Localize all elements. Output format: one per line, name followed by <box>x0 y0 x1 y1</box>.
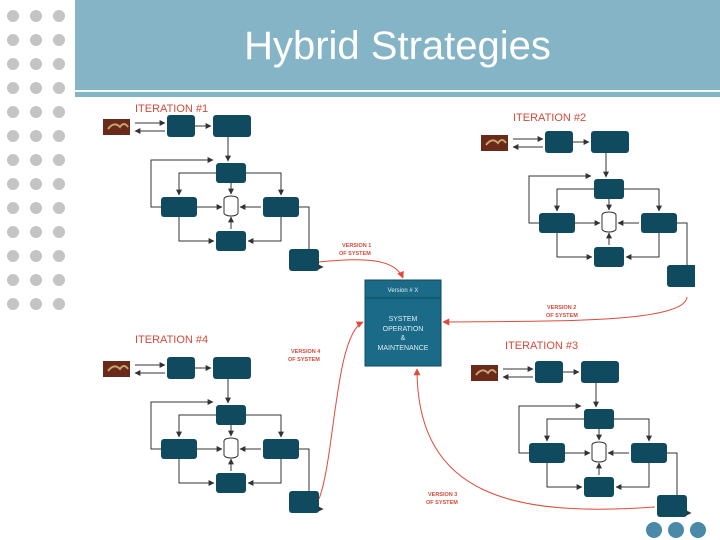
version-4-label-line2: OF SYSTEM <box>288 357 320 363</box>
center-line-4: MAINTENANCE <box>378 345 429 352</box>
slide-title: Hybrid Strategies <box>244 24 551 68</box>
version-1-label-line1: VERSION 1 <box>342 243 371 249</box>
version-2-label-line1: VERSION 2 <box>547 305 576 311</box>
system-operation-box: Version # X SYSTEM OPERATION & MAINTENAN… <box>364 279 442 367</box>
version-3-label-line1: VERSION 3 <box>428 492 457 498</box>
iteration-2-cluster <box>481 131 695 287</box>
center-version-label: Version # X <box>388 288 419 294</box>
iteration-2-label: ITERATION #2 <box>513 112 586 124</box>
decorative-dot-grid <box>7 10 65 310</box>
slide-header: Hybrid Strategies <box>75 0 720 97</box>
version-3-arrow <box>413 368 656 510</box>
iteration-4-cluster <box>103 357 323 513</box>
iteration-3-label: ITERATION #3 <box>505 340 578 352</box>
decorative-dots-bottom <box>646 522 706 538</box>
center-line-3: & <box>401 335 406 342</box>
vertical-divider <box>72 0 74 520</box>
version-4-label-line1: VERSION 4 <box>291 349 321 355</box>
version-3-label-line2: OF SYSTEM <box>426 500 458 506</box>
iteration-3-cluster <box>471 361 691 517</box>
version-2-arrow <box>442 296 688 326</box>
iteration-4-label: ITERATION #4 <box>135 334 208 346</box>
center-line-2: OPERATION <box>383 326 424 333</box>
slide-number: 2-39 <box>14 490 41 505</box>
iteration-1-label: ITERATION #1 <box>135 103 208 115</box>
header-divider <box>75 90 720 92</box>
version-2-label-line2: OF SYSTEM <box>546 313 578 319</box>
version-1-label-line2: OF SYSTEM <box>339 251 371 257</box>
iteration-1-cluster <box>103 115 323 271</box>
center-line-1: SYSTEM <box>389 316 418 323</box>
hybrid-strategies-diagram: ITERATION #1 ITERATION #2 ITERATION #4 I… <box>95 97 695 517</box>
version-1-arrow <box>318 259 404 279</box>
version-4-arrow <box>318 321 364 500</box>
